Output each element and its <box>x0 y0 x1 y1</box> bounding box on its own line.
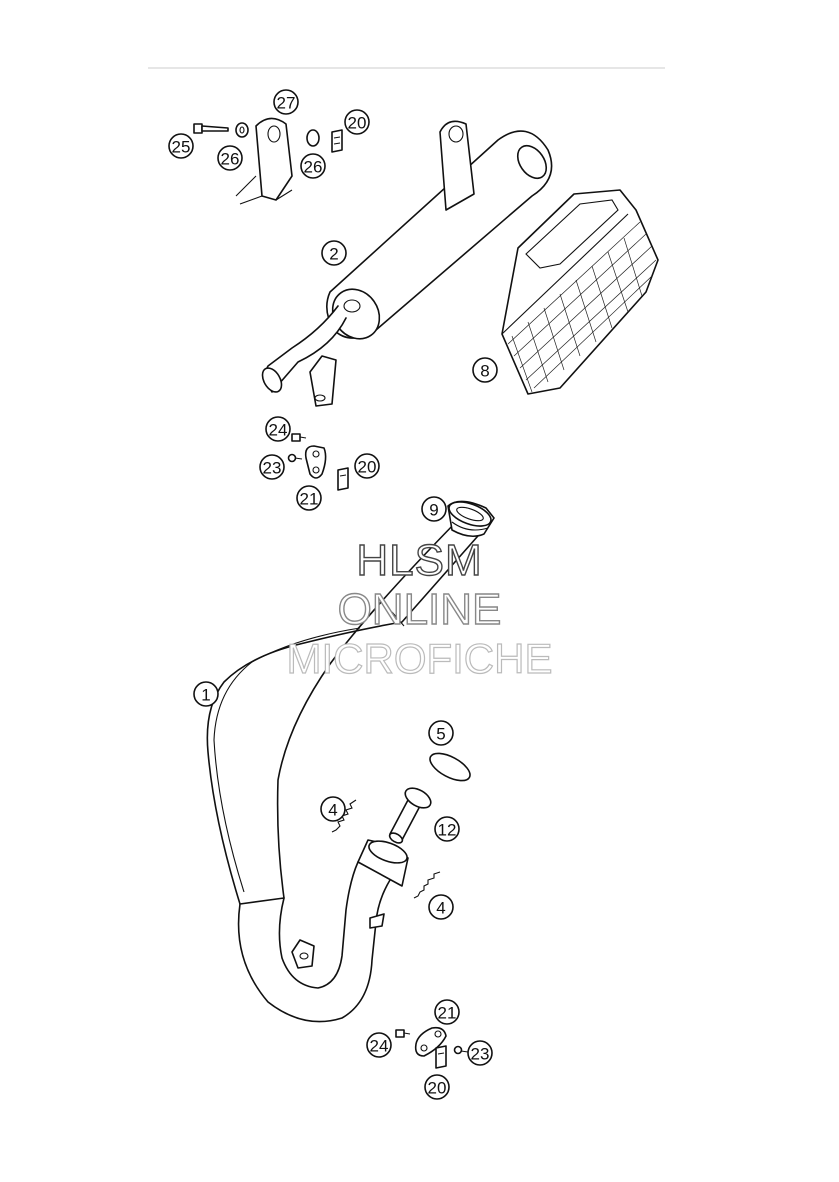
callout-5-label: 5 <box>436 725 445 744</box>
callout-8: 8 <box>472 357 498 383</box>
spring-4b <box>413 871 441 899</box>
callout-21a-label: 21 <box>300 490 319 509</box>
callout-12: 12 <box>434 816 460 842</box>
callout-21b: 21 <box>434 999 460 1025</box>
callout-21b-label: 21 <box>438 1004 457 1023</box>
callout-27: 27 <box>273 89 299 115</box>
callout-4a-label: 4 <box>328 801 337 820</box>
callout-9-label: 9 <box>429 501 438 520</box>
callout-4a: 4 <box>320 796 346 822</box>
bracket-21a <box>304 445 327 479</box>
callout-24b-label: 24 <box>370 1037 389 1056</box>
callout-23b-label: 23 <box>471 1045 490 1064</box>
bolt-24a <box>291 433 307 442</box>
muffler-bracket-27 <box>235 117 293 205</box>
callout-27-label: 27 <box>277 94 296 113</box>
callout-20b: 20 <box>354 453 380 479</box>
callout-26a: 26 <box>217 145 243 171</box>
bolt-25 <box>193 123 229 134</box>
callout-24b: 24 <box>366 1032 392 1058</box>
sleeve-12 <box>388 787 432 844</box>
screw-23a <box>287 453 303 463</box>
o-ring-5 <box>429 752 471 782</box>
callout-20a: 20 <box>344 109 370 135</box>
heat-guard-8 <box>501 189 659 395</box>
nut-20b <box>337 467 349 491</box>
callout-23b: 23 <box>467 1040 493 1066</box>
callout-23a-label: 23 <box>263 459 282 478</box>
callout-1: 1 <box>193 681 219 707</box>
callout-12-label: 12 <box>438 821 457 840</box>
washer-26a <box>235 122 249 138</box>
nut-20c <box>435 1045 447 1069</box>
callout-21a: 21 <box>296 485 322 511</box>
callout-25: 25 <box>168 133 194 159</box>
callout-1-label: 1 <box>201 686 210 705</box>
callout-2-label: 2 <box>329 245 338 264</box>
callout-9: 9 <box>421 496 447 522</box>
callout-24a-label: 24 <box>269 421 288 440</box>
callout-4b: 4 <box>428 894 454 920</box>
bolt-24b <box>395 1029 411 1038</box>
callout-8-label: 8 <box>480 362 489 381</box>
header-pipe-1 <box>206 519 493 1023</box>
callout-23a: 23 <box>259 454 285 480</box>
callout-20b-label: 20 <box>358 458 377 477</box>
callout-2: 2 <box>321 240 347 266</box>
callout-5: 5 <box>428 720 454 746</box>
callout-25-label: 25 <box>172 138 191 157</box>
callout-26b-label: 26 <box>304 158 323 177</box>
bracket-21b <box>414 1026 447 1057</box>
washer-26b <box>306 129 320 147</box>
callout-20c-label: 20 <box>428 1079 447 1098</box>
nut-20a <box>331 129 343 153</box>
screw-23b <box>453 1045 469 1055</box>
callout-20c: 20 <box>424 1074 450 1100</box>
callout-4b-label: 4 <box>436 899 445 918</box>
seal-9 <box>447 500 495 538</box>
callout-26a-label: 26 <box>221 150 240 169</box>
callout-24a: 24 <box>265 416 291 442</box>
callout-20a-label: 20 <box>348 114 367 133</box>
callout-26b: 26 <box>300 153 326 179</box>
muffler-2 <box>261 120 553 407</box>
